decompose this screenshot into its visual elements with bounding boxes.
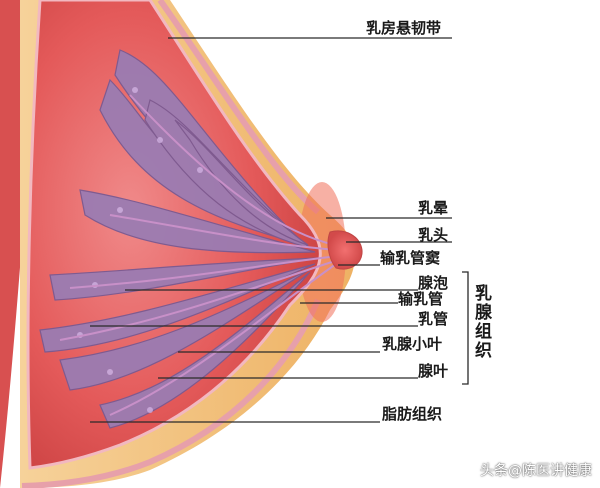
milk-ducts (59, 94, 339, 416)
areola-shape (298, 182, 346, 322)
label-areola: 乳晕 (418, 199, 449, 217)
label-lactiferous-sinus: 输乳管窦 (380, 249, 441, 267)
leader-lines (90, 37, 452, 423)
gland-lobes (39, 49, 319, 429)
label-fat-tissue: 脂肪组织 (382, 405, 443, 423)
skin-outline (157, 0, 320, 215)
label-suspensory-ligament: 乳房悬韧带 (366, 19, 442, 37)
label-milk-duct: 乳管 (418, 310, 449, 328)
label-nipple: 乳头 (418, 226, 449, 244)
label-lobule: 乳腺小叶 (382, 335, 443, 353)
label-lactiferous-duct: 输乳管 (398, 290, 444, 308)
nipple-shape (327, 230, 363, 270)
label-mammary-tissue-group: 乳腺组织 (471, 284, 491, 360)
label-lobe: 腺叶 (418, 362, 449, 380)
group-bracket (462, 271, 469, 385)
watermark: 头条@陈医讲健康 (480, 463, 592, 479)
label-alveolus: 腺泡 (418, 274, 449, 292)
